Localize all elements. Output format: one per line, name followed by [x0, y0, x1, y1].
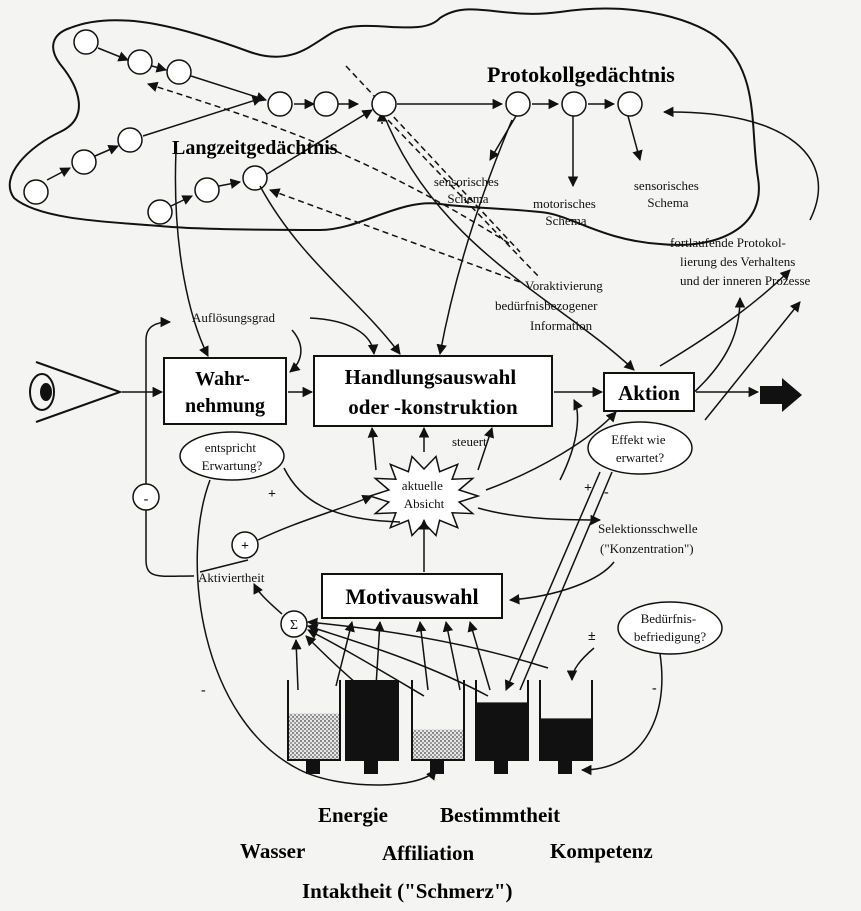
preactivation-note: Voraktivierung bedürfnisbezogener Inform… — [495, 278, 606, 333]
need-tank — [539, 680, 593, 774]
need-tank-fill — [540, 718, 592, 760]
need-tank-fill — [346, 680, 398, 760]
valve-icon — [364, 760, 378, 774]
plus-symbol: + — [241, 539, 249, 554]
minus-sign-1: - — [604, 485, 609, 500]
protocol-memory-label: Protokollgedächtnis — [487, 62, 675, 87]
resolution-label: Auflösungsgrad — [192, 310, 276, 325]
memory-cloud — [8, 7, 760, 246]
plus-sign-2: + — [584, 481, 592, 496]
minus-sign-3: - — [652, 681, 657, 696]
action-box — [603, 372, 695, 412]
longterm-memory-label: Langzeitgedächtnis — [172, 137, 338, 159]
threshold-label: Selektionsschwelle ("Konzentration") — [598, 521, 701, 556]
motive-selection-label: Motivauswahl — [345, 584, 478, 609]
protocol-note: fortlaufende Protokol- lierung des Verha… — [670, 235, 811, 288]
sensory-schema-1: sensorisches Schema — [434, 174, 502, 206]
need-tank — [345, 680, 399, 774]
need-energy: Energie — [318, 803, 388, 827]
action-label: Aktion — [618, 381, 680, 405]
expectation-label: entspricht Erwartung? — [202, 440, 263, 473]
satisfaction-label: Bedürfnis- befriedigung? — [634, 611, 706, 644]
need-determinacy: Bestimmtheit — [440, 803, 560, 827]
valve-icon — [430, 760, 444, 774]
sum-symbol: Σ — [290, 618, 298, 633]
need-tanks — [287, 680, 593, 774]
sensory-schema-2: sensorisches Schema — [634, 178, 702, 210]
activation-label: Aktiviertheit — [198, 570, 265, 585]
plus-node — [231, 531, 259, 559]
output-arrow-icon — [760, 378, 802, 412]
need-tank-fill — [288, 713, 340, 760]
action-selection-label: Handlungsauswahl oder -konstruktion — [345, 365, 522, 419]
expectation-ellipse — [179, 431, 285, 481]
memory-chains — [46, 47, 643, 283]
intention-label: aktuelle Absicht — [402, 478, 446, 511]
valve-icon — [494, 760, 508, 774]
satisfaction-ellipse — [617, 601, 723, 655]
minus-symbol: - — [144, 492, 149, 507]
need-tank — [475, 680, 529, 774]
minus-sign-2: - — [201, 683, 206, 698]
perception-label: Wahr- nehmung — [185, 368, 265, 417]
motor-schema: motorisches Schema — [533, 196, 599, 228]
effect-label: Effekt wie erwartet? — [611, 432, 669, 465]
valve-icon — [306, 760, 320, 774]
effect-ellipse — [587, 421, 693, 475]
need-competence: Kompetenz — [550, 839, 653, 863]
action-selection-box — [313, 355, 553, 427]
perception-box — [163, 357, 287, 425]
plus-sign-1: + — [268, 487, 276, 502]
need-affiliation: Affiliation — [382, 841, 474, 865]
need-integrity: Intaktheit ("Schmerz") — [302, 879, 513, 903]
need-water: Wasser — [240, 839, 305, 863]
motive-selection-box — [321, 573, 503, 619]
need-tank — [287, 680, 341, 774]
plusminus-sign: ± — [588, 629, 596, 644]
need-tank — [411, 680, 465, 774]
need-signal-lines — [291, 617, 549, 697]
need-tank-fill — [412, 729, 464, 760]
eye-icon — [29, 361, 123, 423]
controls-label: steuert — [452, 434, 487, 449]
need-tank-fill — [476, 702, 528, 760]
valve-icon — [558, 760, 572, 774]
memory-nodes — [23, 29, 643, 225]
